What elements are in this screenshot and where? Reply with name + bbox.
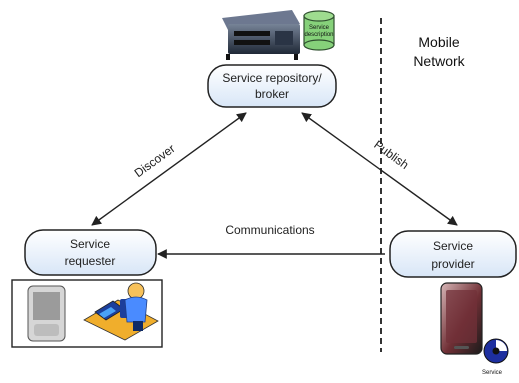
discover-label: Discover: [132, 141, 178, 180]
database-icon: Service description: [303, 10, 335, 51]
provider-phone-icon: [440, 282, 483, 355]
server-icon: [222, 10, 300, 60]
provider-label-line-2: provider: [431, 257, 474, 271]
publish-arrow: [301, 112, 458, 226]
requester-label-line-2: requester: [65, 254, 116, 268]
service-icon-label: Service: [482, 370, 503, 376]
requester-node: Service requester: [24, 229, 157, 276]
phone-icon: [27, 285, 66, 342]
requester-illustration: [11, 279, 163, 348]
repository-label-line-1: Service repository/: [222, 71, 322, 85]
repository-label-line-2: broker: [255, 87, 289, 101]
requester-label-line-1: Service: [70, 237, 110, 251]
discover-arrow: [91, 112, 247, 226]
database-label-line-1: Service: [309, 25, 330, 31]
network-label-line-1: Mobile: [418, 34, 459, 50]
network-label-line-2: Network: [413, 53, 465, 69]
user-computer-icon: [83, 282, 159, 341]
provider-node: Service provider: [389, 230, 517, 278]
communications-label: Communications: [225, 223, 314, 237]
database-label-line-2: description: [304, 32, 333, 38]
provider-label-line-1: Service: [433, 239, 473, 253]
repository-node: Service repository/ broker: [207, 64, 337, 108]
service-icon: Service: [482, 338, 509, 376]
